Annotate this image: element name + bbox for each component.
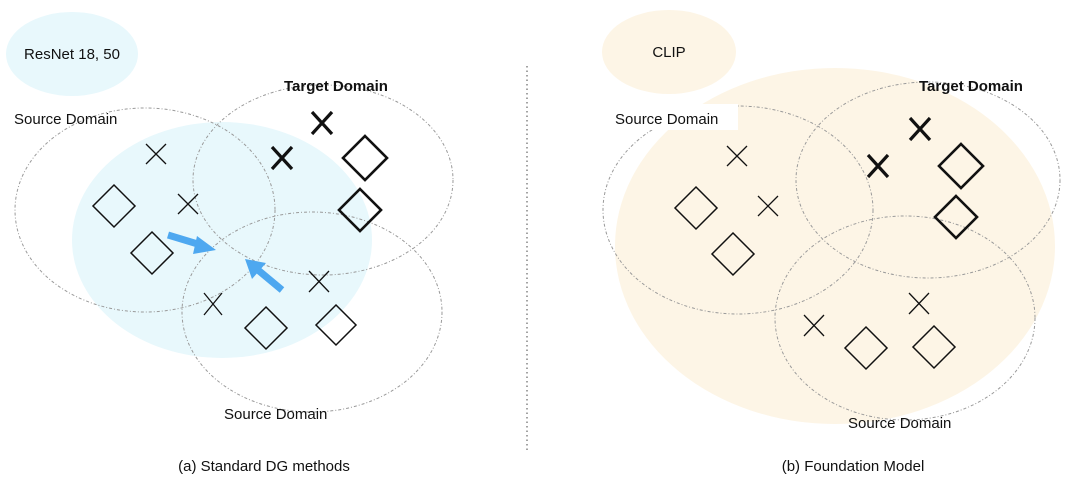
source-domain-label-bottom-b: Source Domain: [848, 415, 951, 432]
target-sample-cross: [310, 110, 334, 136]
source-domain-label-top-b: Source Domain: [615, 111, 718, 128]
alignment-arrow: [166, 231, 216, 254]
source-sample-diamond: [710, 231, 756, 277]
target-sample-cross: [866, 153, 890, 179]
panel-b: CLIP Source Domain Target Domain Source …: [602, 10, 1061, 475]
target-domain-label-a: Target Domain: [284, 78, 388, 95]
target-sample-diamond: [337, 187, 383, 233]
source-sample-cross: [203, 292, 223, 316]
target-sample-diamond: [341, 134, 389, 182]
target-sample-cross: [908, 116, 932, 142]
source-domain-ellipse-bottom-b: [774, 215, 1036, 421]
caption-a: (a) Standard DG methods: [178, 458, 350, 475]
source-domain-ellipse-bottom-a: [181, 211, 443, 413]
panel-a: ResNet 18, 50 Source Domain Target Domai…: [6, 12, 454, 475]
target-domain-label-b: Target Domain: [919, 78, 1023, 95]
source-sample-cross: [308, 270, 330, 293]
source-label-backdrop-b: [610, 104, 738, 130]
source-sample-cross: [757, 195, 779, 217]
model-embedding-region-b: [615, 68, 1055, 424]
source-domain-label-bottom-a: Source Domain: [224, 406, 327, 423]
source-domain-label-top-a: Source Domain: [14, 111, 117, 128]
target-sample-diamond: [937, 142, 985, 190]
target-sample-diamond: [933, 194, 979, 240]
target-sample-cross: [270, 145, 294, 171]
source-sample-diamond: [129, 230, 175, 276]
caption-b: (b) Foundation Model: [782, 458, 925, 475]
model-label-b: CLIP: [652, 44, 685, 61]
model-label-bubble-a: [6, 12, 138, 96]
model-label-a: ResNet 18, 50: [24, 46, 120, 63]
source-sample-diamond: [314, 303, 358, 347]
source-sample-diamond: [91, 183, 137, 229]
model-label-bubble-b: [602, 10, 736, 94]
alignment-arrow: [245, 259, 285, 293]
source-sample-cross: [177, 193, 199, 215]
source-sample-cross: [145, 143, 167, 165]
source-sample-cross: [726, 145, 748, 167]
source-domain-ellipse-top-a: [14, 107, 276, 313]
source-sample-diamond: [673, 185, 719, 231]
target-domain-ellipse-a: [192, 84, 454, 276]
source-sample-diamond: [843, 325, 889, 371]
source-sample-diamond: [243, 305, 289, 351]
target-domain-ellipse-b: [795, 81, 1061, 279]
source-sample-diamond: [911, 324, 957, 370]
source-sample-cross: [908, 292, 930, 315]
source-sample-cross: [803, 314, 825, 337]
